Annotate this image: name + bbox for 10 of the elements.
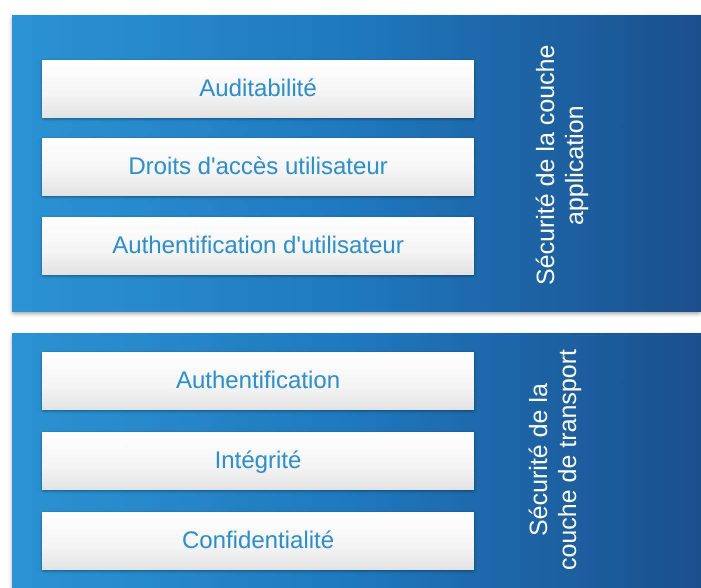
layer-title: Sécurité de la couche application: [532, 44, 590, 288]
security-feature-label: Authentification d'utilisateur: [42, 217, 474, 275]
layer-panel: [12, 15, 701, 312]
security-feature-label: Auditabilité: [42, 60, 474, 118]
layer-panel: [12, 333, 701, 588]
security-feature-label: Authentification: [42, 352, 474, 410]
layer-title: Sécurité de la couche de transport: [525, 348, 583, 572]
security-feature-label: Intégrité: [42, 432, 474, 490]
security-feature-label: Droits d'accès utilisateur: [42, 138, 474, 196]
security-feature-label: Confidentialité: [42, 512, 474, 570]
